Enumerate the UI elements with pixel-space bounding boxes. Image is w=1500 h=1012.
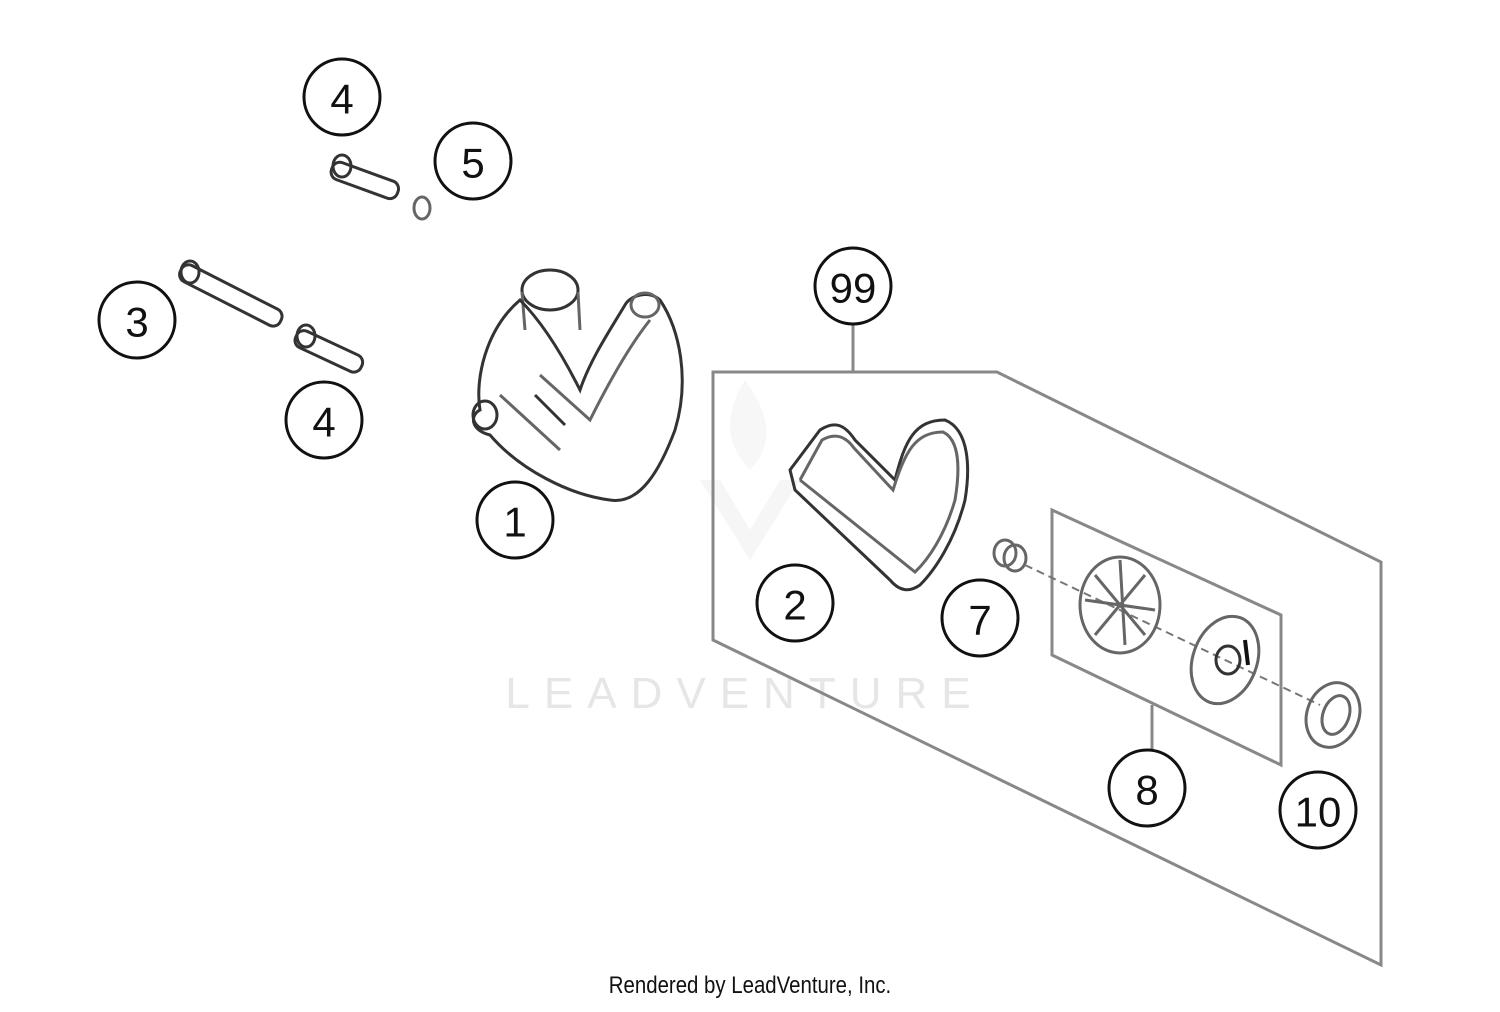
watermark-logo (700, 380, 800, 560)
bolt-lower (293, 323, 365, 374)
callout-circle (284, 380, 364, 460)
callout-circle (433, 121, 513, 201)
callout-circle (475, 480, 555, 560)
callout-circle (97, 280, 177, 360)
assembly-axis (1024, 564, 1321, 706)
impeller-shaft-disc (1189, 614, 1261, 706)
impeller (1078, 555, 1162, 655)
shaft-seal (1304, 681, 1362, 749)
callout-label: 3 (125, 299, 148, 346)
bushing (992, 538, 1028, 573)
callout-label: 1 (503, 499, 526, 546)
callout-circle (755, 563, 835, 643)
callout-label: 4 (330, 76, 353, 123)
callout-impeller-assembly[interactable]: 8 (1107, 748, 1187, 828)
kit-outline (711, 370, 1383, 968)
callout-circle (813, 246, 893, 326)
callout-shaft-seal[interactable]: 10 (1278, 770, 1358, 850)
callout-circle (1107, 748, 1187, 828)
callout-circle (940, 578, 1020, 658)
watermark-text: LEADVENTURE (505, 669, 984, 718)
bolt-upper (329, 153, 401, 201)
callout-repair-kit[interactable]: 99 (813, 246, 893, 326)
callout-bolt[interactable]: 4 (284, 380, 364, 460)
gasket (788, 418, 970, 592)
callout-bushing[interactable]: 7 (940, 578, 1020, 658)
callout-label: 4 (312, 399, 335, 446)
callout-label: 8 (1135, 767, 1158, 814)
callout-label: 10 (1295, 789, 1342, 836)
bolt-long (178, 259, 284, 328)
callout-label: 99 (830, 265, 877, 312)
callout-circle (302, 57, 382, 137)
callout-label: 7 (968, 597, 991, 644)
washer (412, 195, 432, 221)
footer-credit: Rendered by LeadVenture, Inc. (608, 972, 892, 999)
water-pump-cover (471, 268, 684, 502)
callout-gasket[interactable]: 2 (755, 563, 835, 643)
callout-circle (1278, 770, 1358, 850)
callout-washer[interactable]: 5 (433, 121, 513, 201)
callout-label: 2 (783, 582, 806, 629)
callout-label: 5 (461, 140, 484, 187)
callout-water-pump-cover[interactable]: 1 (475, 480, 555, 560)
gasket-inner (798, 430, 960, 574)
callout-bolt-long[interactable]: 3 (97, 280, 177, 360)
impeller-outline (1050, 507, 1283, 768)
callout-bolt[interactable]: 4 (302, 57, 382, 137)
